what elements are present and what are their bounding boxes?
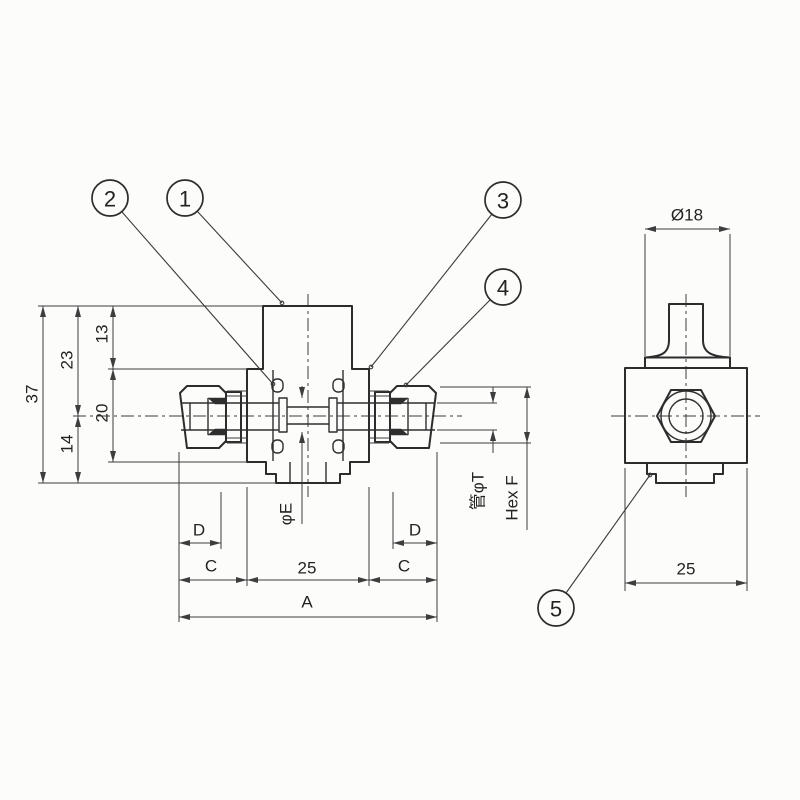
balloon-3-circle: [484, 181, 522, 219]
side-hex-nut: [656, 389, 716, 443]
balloon-2-circle: [91, 179, 129, 217]
right-nut-hex: [389, 385, 437, 449]
dim-dia18-label: Ø18: [671, 206, 703, 225]
left-nut-collar: [225, 391, 242, 443]
right-nut-collar: [374, 391, 391, 443]
tee-body-outline: [246, 305, 370, 484]
balloon-5-circle: [537, 589, 575, 627]
dim-d-right-label: D: [409, 521, 421, 540]
side-port-outer-circle: [660, 390, 712, 442]
balloon-4-number: 4: [497, 276, 509, 301]
balloon-2-number: 2: [104, 187, 116, 212]
front-dimensions-right: 管φT Hex F: [437, 386, 531, 530]
thread-relief-top-right: [332, 378, 345, 393]
balloon-3: 3: [368, 181, 522, 370]
left-ferrule-bottom: [207, 428, 227, 436]
balloon-1-leader: [196, 210, 283, 304]
balloon-1-circle: [166, 179, 204, 217]
front-right-nut: [369, 385, 437, 449]
tube-dia-label: 管φT: [469, 472, 488, 510]
balloon-1-number: 1: [179, 187, 191, 212]
side-body: [624, 367, 748, 464]
balloon-2-dot: [270, 381, 276, 387]
dim-phi-e: φE: [277, 386, 305, 525]
balloon-3-dot: [368, 364, 374, 370]
dim-d-left-label: D: [193, 521, 205, 540]
dim-13-label: 13: [93, 325, 112, 344]
balloon-callouts: 1 2 3 4 5: [91, 179, 653, 627]
dim-20-label: 20: [93, 404, 112, 423]
side-port-inner-circle: [668, 398, 704, 434]
balloon-5-leader: [565, 474, 651, 594]
front-left-nut: [179, 385, 247, 449]
dim-side25-label: 25: [677, 560, 696, 579]
side-view: Ø18 25: [624, 206, 748, 591]
side-bottom-steps: [646, 462, 724, 484]
balloon-2: 2: [91, 179, 276, 387]
balloon-3-leader: [370, 213, 493, 368]
hex-f-label: Hex F: [503, 475, 522, 520]
balloon-5-number: 5: [550, 597, 562, 622]
left-ferrule-top: [207, 397, 227, 405]
dim-c-right-label: C: [398, 557, 410, 576]
phi-e-label: φE: [277, 503, 296, 525]
side-stem: [644, 303, 731, 359]
balloon-2-leader: [121, 211, 274, 385]
right-ferrule-bottom: [389, 428, 409, 436]
front-dimensions-left: 37 23 13 20 14: [23, 305, 276, 484]
dim-23-label: 23: [58, 351, 77, 370]
dim-37-label: 37: [23, 385, 42, 404]
front-dimensions-bottom: D C 25 A D C: [178, 452, 438, 622]
balloon-4: 4: [403, 268, 522, 388]
thread-relief-bottom-right: [332, 439, 345, 454]
center-lines: [73, 294, 760, 497]
tube-stop-right: [328, 397, 338, 433]
dim-c-left-label: C: [205, 557, 217, 576]
right-ferrule-top: [389, 397, 409, 405]
balloon-1: 1: [166, 179, 285, 306]
balloon-4-dot: [403, 382, 409, 388]
balloon-4-circle: [484, 268, 522, 306]
balloon-1-dot: [279, 300, 285, 306]
dim-14-label: 14: [58, 435, 77, 454]
front-view-body: [181, 305, 435, 484]
balloon-5: 5: [537, 472, 653, 627]
balloon-5-dot: [647, 472, 653, 478]
left-nut-hex: [179, 385, 227, 449]
balloon-4-leader: [405, 299, 491, 386]
thread-relief-bottom-left: [271, 439, 284, 454]
dim-25-label: 25: [298, 559, 317, 578]
tube-stop-left: [278, 397, 288, 433]
dim-a-label: A: [301, 593, 313, 612]
balloon-3-number: 3: [497, 189, 509, 214]
